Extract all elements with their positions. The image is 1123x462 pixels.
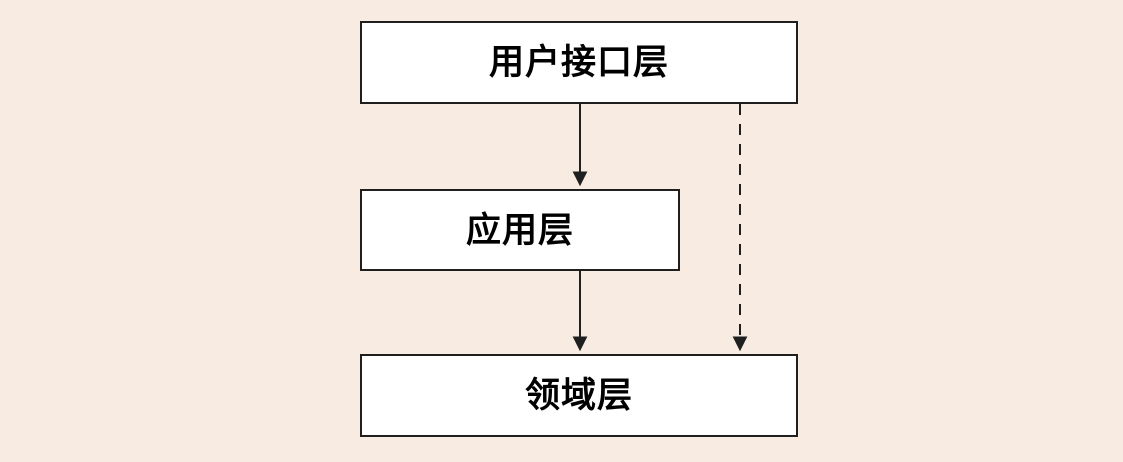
node-application-layer-label: 应用层 (465, 210, 574, 250)
node-user-interface-layer-label: 用户接口层 (488, 43, 669, 82)
node-user-interface-layer: 用户接口层 (360, 21, 798, 104)
node-application-layer: 应用层 (360, 189, 680, 271)
node-domain-layer-label: 领域层 (524, 376, 633, 415)
node-domain-layer: 领域层 (360, 354, 798, 437)
